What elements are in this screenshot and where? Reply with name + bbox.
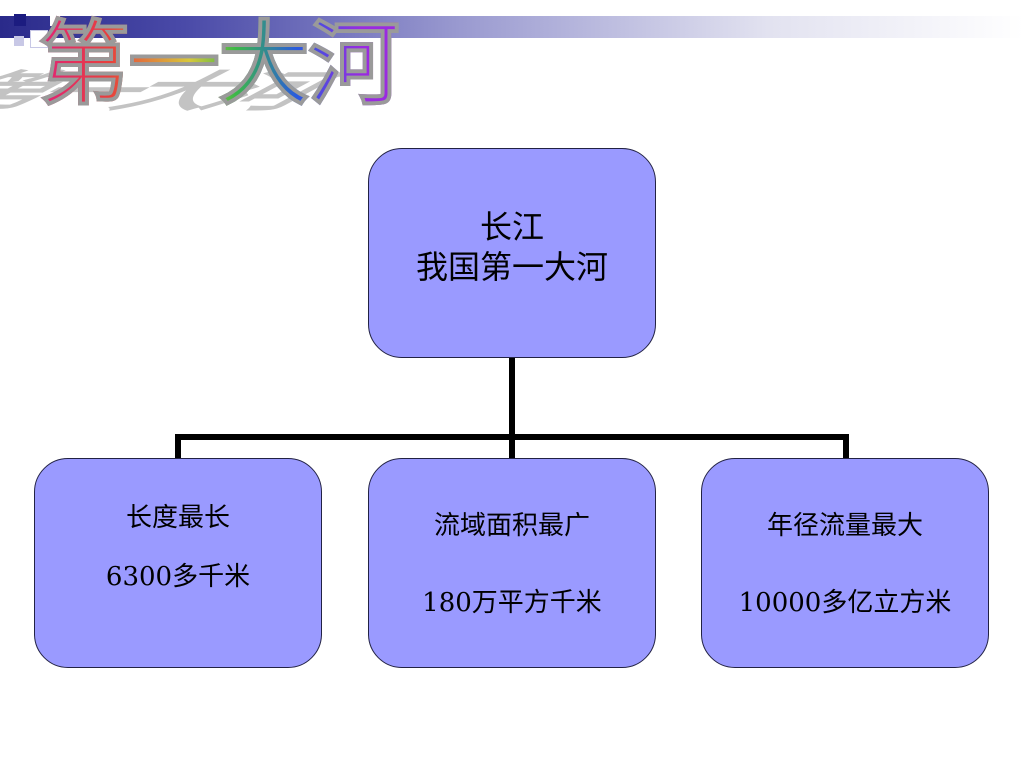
connector-child-1 xyxy=(175,434,181,460)
child-value: 180万平方千米 xyxy=(422,588,602,618)
root-node: 长江 我国第一大河 xyxy=(368,148,656,358)
child-value: 6300多千米 xyxy=(105,562,251,592)
child-value: 10000多亿立方米 xyxy=(738,588,952,618)
child-label: 流域面积最广 xyxy=(433,511,590,541)
child-node-length: 长度最长 6300多千米 xyxy=(34,458,322,668)
decor-square-icon xyxy=(14,14,26,26)
connector-child-2 xyxy=(509,434,515,460)
decor-square-icon xyxy=(30,30,48,48)
connector-child-3 xyxy=(843,434,849,460)
root-line-1: 长江 xyxy=(479,208,544,246)
child-node-annual-runoff: 年径流量最大 10000多亿立方米 xyxy=(701,458,989,668)
header-gradient-bar xyxy=(0,16,1024,38)
title-wordart: 第一大河 xyxy=(37,11,400,122)
child-label: 长度最长 xyxy=(125,503,230,533)
decor-square-icon xyxy=(50,16,60,26)
child-label: 年径流量最大 xyxy=(766,511,923,541)
root-line-2: 我国第一大河 xyxy=(415,248,608,286)
connector-root-down xyxy=(509,358,515,438)
decor-square-icon xyxy=(14,36,24,46)
slide-title: 第一大河 第一大河 xyxy=(0,0,700,130)
child-node-basin-area: 流域面积最广 180万平方千米 xyxy=(368,458,656,668)
